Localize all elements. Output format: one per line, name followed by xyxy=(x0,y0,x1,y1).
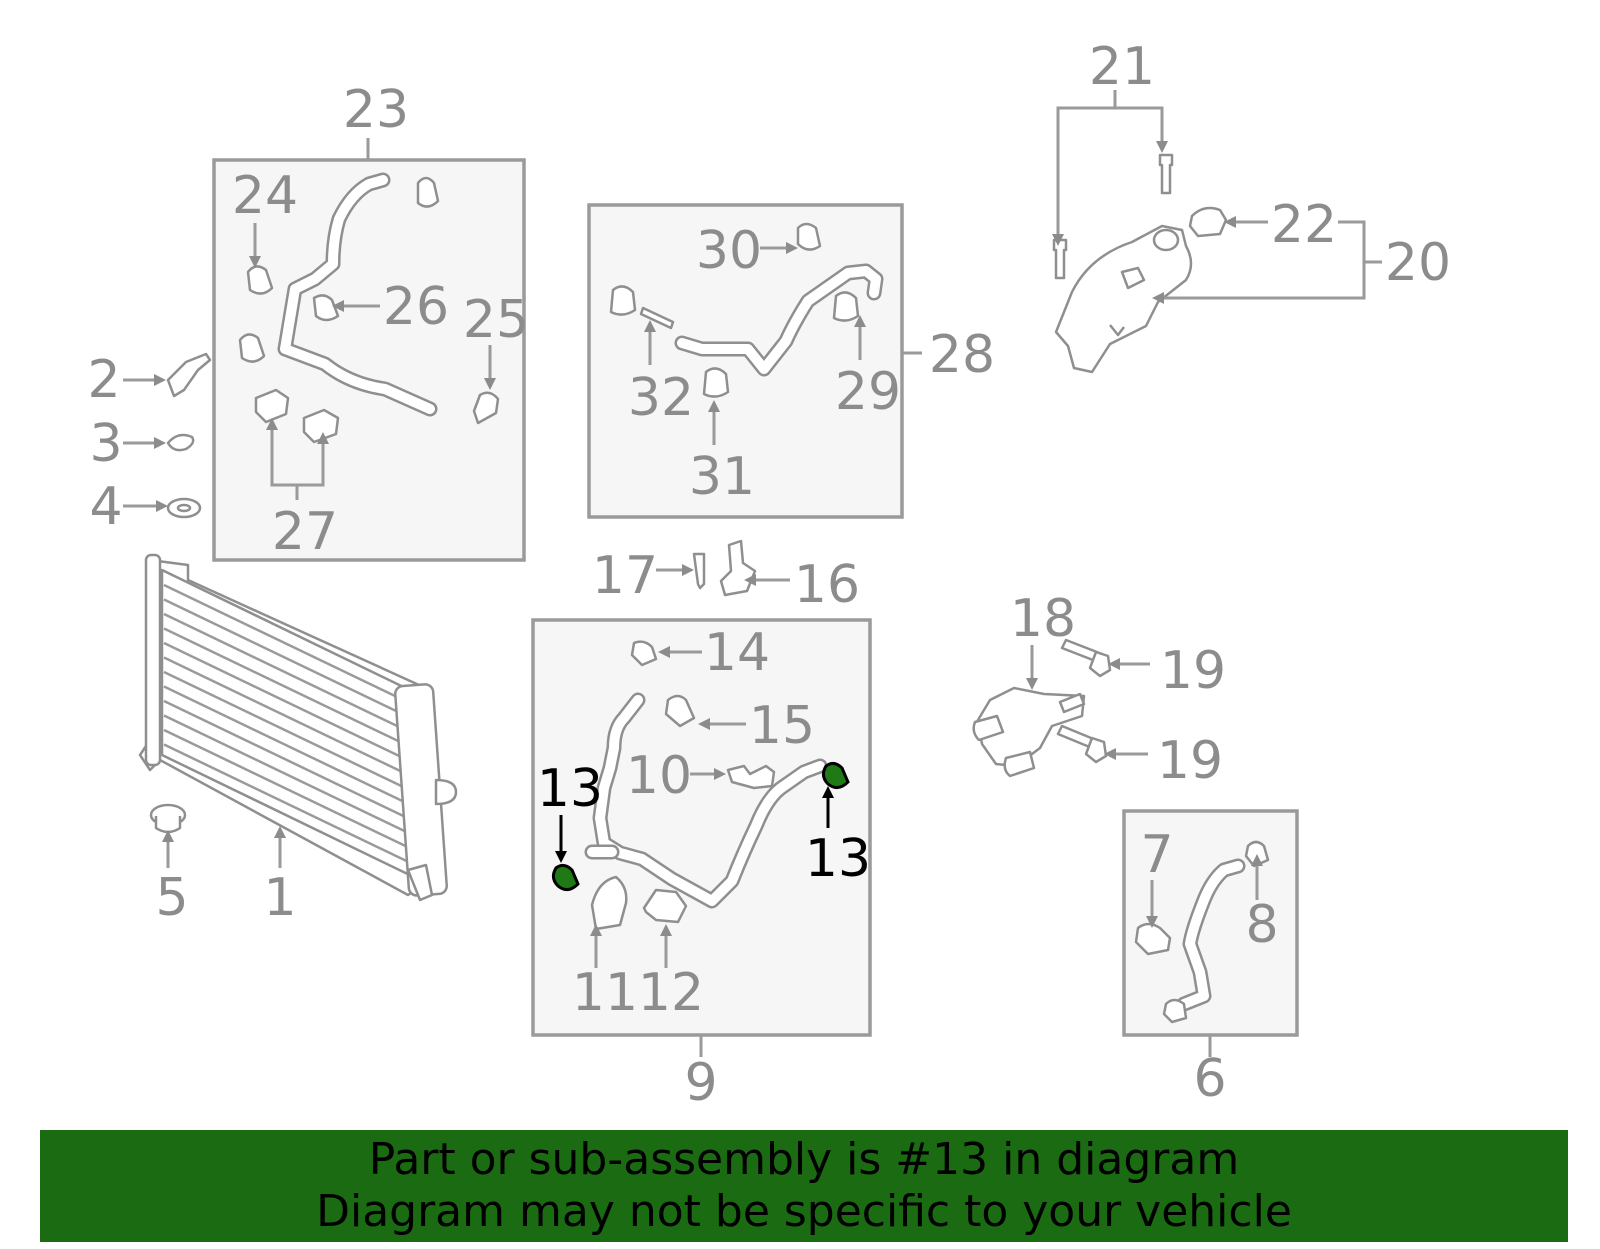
bracket-part xyxy=(642,888,688,924)
callout-30: 30 xyxy=(696,221,762,281)
connector-part xyxy=(726,764,776,790)
callout-arrows xyxy=(123,90,1382,968)
callout-2: 2 xyxy=(87,350,120,410)
callout-8: 8 xyxy=(1245,895,1278,955)
clamp-part xyxy=(609,285,637,316)
info-banner: Part or sub-assembly is #13 in diagram D… xyxy=(40,1130,1568,1242)
callout-14: 14 xyxy=(704,623,770,683)
radiator-fin xyxy=(163,583,419,709)
bracket-part xyxy=(590,875,628,931)
callout-28: 28 xyxy=(929,325,995,385)
bracket-part xyxy=(254,388,290,424)
radiator-fin xyxy=(163,699,419,825)
hose-9 xyxy=(584,692,828,909)
bolt-head xyxy=(1084,736,1108,764)
group-box-9 xyxy=(531,618,872,1037)
callout-20: 20 xyxy=(1385,233,1451,293)
bracket-part xyxy=(302,408,340,444)
callout-22: 22 xyxy=(1271,195,1337,255)
bracket-part xyxy=(719,539,757,597)
banner-line-1: Part or sub-assembly is #13 in diagram xyxy=(368,1134,1240,1185)
callout-26: 26 xyxy=(383,277,449,337)
clamp-part xyxy=(796,222,822,251)
callout-19-upper: 19 xyxy=(1160,641,1226,701)
grommet-hole xyxy=(176,503,192,513)
clamp-part xyxy=(312,294,340,322)
radiator-fin xyxy=(163,714,419,839)
tank-cap xyxy=(1188,206,1228,238)
group-box-28 xyxy=(587,203,904,519)
callout-3: 3 xyxy=(89,414,122,474)
bolt-part xyxy=(1052,238,1068,280)
radiator-fin xyxy=(163,670,419,796)
group-box-23 xyxy=(212,158,526,562)
callout-17: 17 xyxy=(592,546,658,606)
radiator-fins xyxy=(163,583,419,868)
hose-28 xyxy=(674,263,884,377)
clamp-part xyxy=(246,265,274,295)
callout-6: 6 xyxy=(1193,1049,1226,1109)
callout-7: 7 xyxy=(1140,825,1173,885)
bolt-part xyxy=(1158,153,1174,195)
banner-line-2: Diagram may not be specific to your vehi… xyxy=(316,1186,1292,1237)
callout-13-left: 13 xyxy=(537,759,603,819)
callout-27: 27 xyxy=(272,502,338,562)
callout-29: 29 xyxy=(835,362,901,422)
radiator-fin xyxy=(163,743,419,868)
callout-19-lower: 19 xyxy=(1157,731,1223,791)
callout-25: 25 xyxy=(463,290,529,350)
radiator xyxy=(138,553,458,902)
bracket-part xyxy=(166,352,212,398)
radiator-fin xyxy=(163,685,419,810)
thermostat-housing xyxy=(972,686,1086,778)
clamp-part xyxy=(416,176,440,208)
connector-part xyxy=(639,306,675,330)
callout-12: 12 xyxy=(638,963,704,1023)
callout-4: 4 xyxy=(89,477,122,537)
highlighted-clamp-13-right xyxy=(821,761,850,789)
clamp-part xyxy=(664,694,696,728)
callout-5: 5 xyxy=(155,868,188,928)
radiator-fin xyxy=(163,598,419,723)
clamp-part xyxy=(1134,922,1172,956)
callout-24: 24 xyxy=(232,166,298,226)
callout-11: 11 xyxy=(572,963,638,1023)
clamp-part xyxy=(630,640,658,667)
clamp-part xyxy=(702,367,730,398)
callout-23: 23 xyxy=(343,80,409,140)
callout-15: 15 xyxy=(749,696,815,756)
clamp-part xyxy=(472,391,500,425)
radiator-fin xyxy=(163,612,419,738)
radiator-fin xyxy=(163,627,419,752)
hose-23 xyxy=(277,172,438,417)
expansion-tank xyxy=(1054,224,1193,374)
highlighted-clamp-13-left xyxy=(551,863,580,891)
clip-part xyxy=(166,433,195,452)
clamp-part xyxy=(238,333,266,363)
bolt-head xyxy=(1088,650,1112,678)
callout-31: 31 xyxy=(689,447,755,507)
clamp-part xyxy=(832,291,860,322)
radiator-fin xyxy=(163,641,419,767)
clamp-part xyxy=(1162,998,1188,1024)
callout-21: 21 xyxy=(1089,37,1155,97)
callout-9: 9 xyxy=(684,1053,717,1113)
callout-1: 1 xyxy=(263,868,296,928)
callout-16: 16 xyxy=(794,555,860,615)
callout-18: 18 xyxy=(1010,589,1076,649)
radiator-fin xyxy=(163,656,419,781)
drain-plug xyxy=(149,803,187,834)
callout-32: 32 xyxy=(628,368,694,428)
hose-6 xyxy=(1176,858,1246,1012)
callout-13-right: 13 xyxy=(805,829,871,889)
bolt-part xyxy=(692,552,706,590)
radiator-fin xyxy=(163,728,419,854)
callout-10: 10 xyxy=(626,746,692,806)
